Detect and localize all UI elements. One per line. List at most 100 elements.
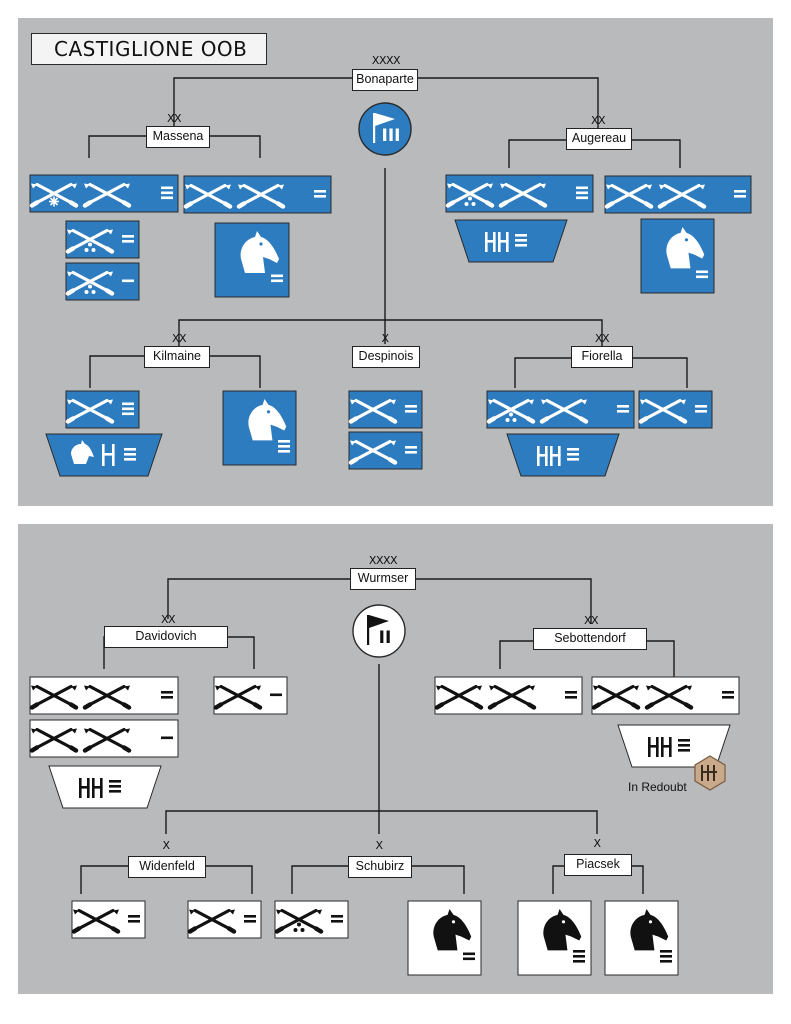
infantry-unit (348, 390, 423, 429)
strength-bars-icon (678, 739, 690, 752)
strength-bars-icon (122, 235, 134, 243)
grenadier-star-icon (49, 196, 59, 207)
division-echelon: X (162, 839, 170, 852)
light-infantry-dots-icon (84, 284, 96, 294)
strength-bars-icon (565, 691, 577, 699)
crossed-muskets-icon (29, 727, 79, 753)
strength-bars-icon (660, 950, 672, 963)
strength-bars-icon (270, 693, 282, 697)
page-title: CASTIGLIONE OOB (31, 33, 267, 65)
infantry-unit (71, 900, 146, 939)
cavalry-unit (407, 900, 482, 976)
crossed-muskets-icon (29, 182, 79, 208)
strength-bars-icon (122, 402, 134, 416)
army-echelon: XXXX (368, 554, 398, 567)
crossed-muskets-icon (539, 398, 589, 424)
crossed-muskets-icon (486, 398, 536, 424)
crossed-muskets-icon (65, 270, 115, 296)
strength-bars-icon (161, 736, 173, 740)
crossed-muskets-icon (82, 182, 132, 208)
strength-bars-icon (271, 274, 283, 283)
infantry-unit (638, 390, 713, 429)
division-label-kilmaine: Kilmaine (144, 346, 210, 368)
crossed-muskets-icon (487, 684, 537, 710)
artillery-unit (454, 219, 568, 263)
artillery-unit (48, 765, 162, 809)
crossed-muskets-icon (187, 908, 237, 934)
strength-bars-icon (124, 448, 136, 461)
strength-bars-icon (161, 691, 173, 699)
crossed-muskets-icon (213, 684, 263, 710)
cavalry-unit (604, 900, 679, 976)
division-label-piacsek: Piacsek (564, 854, 632, 876)
division-label-despinois: Despinois (352, 346, 420, 368)
crossed-muskets-icon (434, 684, 484, 710)
french-units (29, 174, 752, 477)
strength-bars-icon (244, 915, 256, 923)
austrian-oob-diagram: II (29, 578, 740, 976)
bonaparte-hq-icon: III (358, 102, 412, 156)
crossed-muskets-icon (274, 908, 324, 934)
division-label-massena: Massena (146, 126, 210, 148)
horse-head-icon (248, 398, 287, 441)
cannon-battery-icon (79, 778, 103, 798)
strength-bars-icon (109, 780, 121, 793)
crossed-muskets-icon (644, 684, 694, 710)
crossed-muskets-icon (236, 183, 286, 209)
infantry-unit (187, 900, 262, 939)
infantry-unit (29, 676, 179, 715)
infantry-unit (604, 175, 752, 214)
light-infantry-dots-icon (464, 196, 476, 206)
cannon-battery-icon (648, 737, 672, 757)
infantry-unit (29, 174, 179, 213)
redoubt-note: In Redoubt (628, 780, 687, 794)
division-label-fiorella: Fiorella (571, 346, 633, 368)
cavalry-unit (222, 390, 297, 466)
infantry-unit (486, 390, 635, 429)
cannon-battery-icon (485, 232, 509, 252)
cannon-icon (102, 444, 115, 466)
horse-head-icon (71, 440, 94, 464)
infantry-unit (274, 900, 349, 939)
light-infantry-dots-icon (293, 922, 305, 932)
artillery-unit (506, 433, 620, 477)
strength-bars-icon (314, 190, 326, 198)
horse-head-icon (433, 908, 472, 951)
infantry-unit (213, 676, 288, 715)
division-label-schubirz: Schubirz (348, 856, 412, 878)
crossed-muskets-icon (65, 398, 115, 424)
army-echelon: XXXX (371, 54, 401, 67)
division-echelon: X (593, 837, 601, 850)
light-infantry-dots-icon (84, 242, 96, 252)
strength-bars-icon (696, 270, 708, 279)
crossed-muskets-icon (591, 684, 641, 710)
crossed-muskets-icon (82, 727, 132, 753)
infantry-unit (183, 175, 332, 214)
strength-bars-icon (161, 186, 173, 200)
division-label-sebottendorf: Sebottendorf (533, 628, 647, 650)
horse-artillery-unit (45, 433, 163, 477)
cavalry-unit (214, 222, 290, 298)
crossed-muskets-icon (65, 228, 115, 254)
strength-bars-icon (576, 186, 588, 200)
wurmser-hq-icon: II (352, 604, 406, 658)
artillery-unit (617, 724, 731, 768)
horse-head-icon (630, 908, 669, 951)
division-echelon: XX (594, 332, 610, 345)
crossed-muskets-icon (657, 183, 707, 209)
crossed-muskets-icon (82, 684, 132, 710)
crossed-muskets-icon (445, 182, 495, 208)
svg-text:II: II (379, 628, 392, 648)
horse-head-icon (240, 231, 279, 273)
army-label-bonaparte: Bonaparte (352, 69, 418, 91)
strength-bars-icon (617, 405, 629, 413)
strength-bars-icon (573, 950, 585, 963)
division-echelon: X (375, 839, 383, 852)
crossed-muskets-icon (348, 439, 398, 465)
division-label-widenfeld: Widenfeld (128, 856, 206, 878)
infantry-unit (434, 676, 583, 715)
crossed-muskets-icon (183, 183, 233, 209)
strength-bars-icon (405, 405, 417, 413)
strength-bars-icon (278, 440, 290, 453)
strength-bars-icon (331, 915, 343, 923)
